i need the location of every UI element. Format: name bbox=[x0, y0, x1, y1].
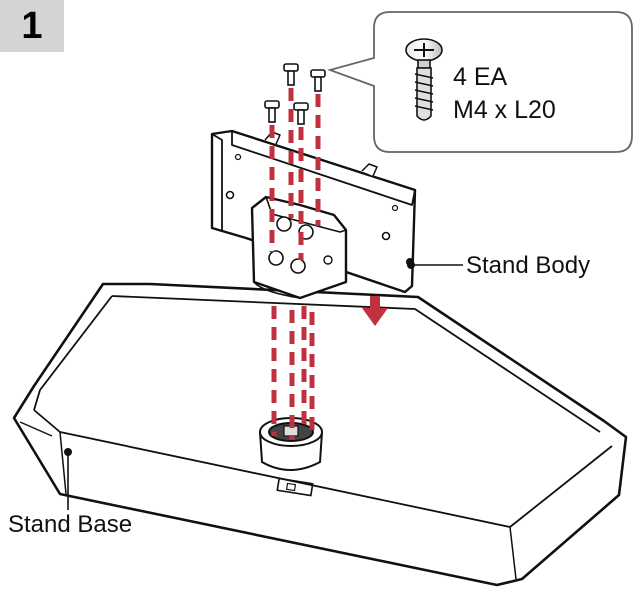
screw-1 bbox=[283, 63, 299, 86]
screws bbox=[264, 63, 326, 125]
callout-bubble bbox=[327, 11, 633, 153]
step-number-badge: 1 bbox=[0, 0, 64, 52]
screw-quantity: 4 EA bbox=[453, 63, 508, 91]
down-arrow-icon bbox=[362, 296, 388, 326]
alignment-guides bbox=[269, 88, 321, 440]
stand-base-label: Stand Base bbox=[8, 511, 133, 538]
stand-body-marker bbox=[407, 261, 415, 269]
leader-lines bbox=[67, 264, 463, 510]
screw-4 bbox=[293, 102, 309, 125]
screw-3 bbox=[264, 100, 280, 123]
step-number: 1 bbox=[21, 4, 43, 47]
stand-body-label: Stand Body bbox=[466, 252, 591, 279]
screw-icon bbox=[405, 38, 443, 121]
stand-body bbox=[210, 129, 417, 300]
screw-2 bbox=[310, 69, 326, 92]
base-neck-socket bbox=[259, 417, 323, 471]
screw-spec: M4 x L20 bbox=[453, 96, 556, 124]
stand-base-marker bbox=[64, 448, 72, 456]
